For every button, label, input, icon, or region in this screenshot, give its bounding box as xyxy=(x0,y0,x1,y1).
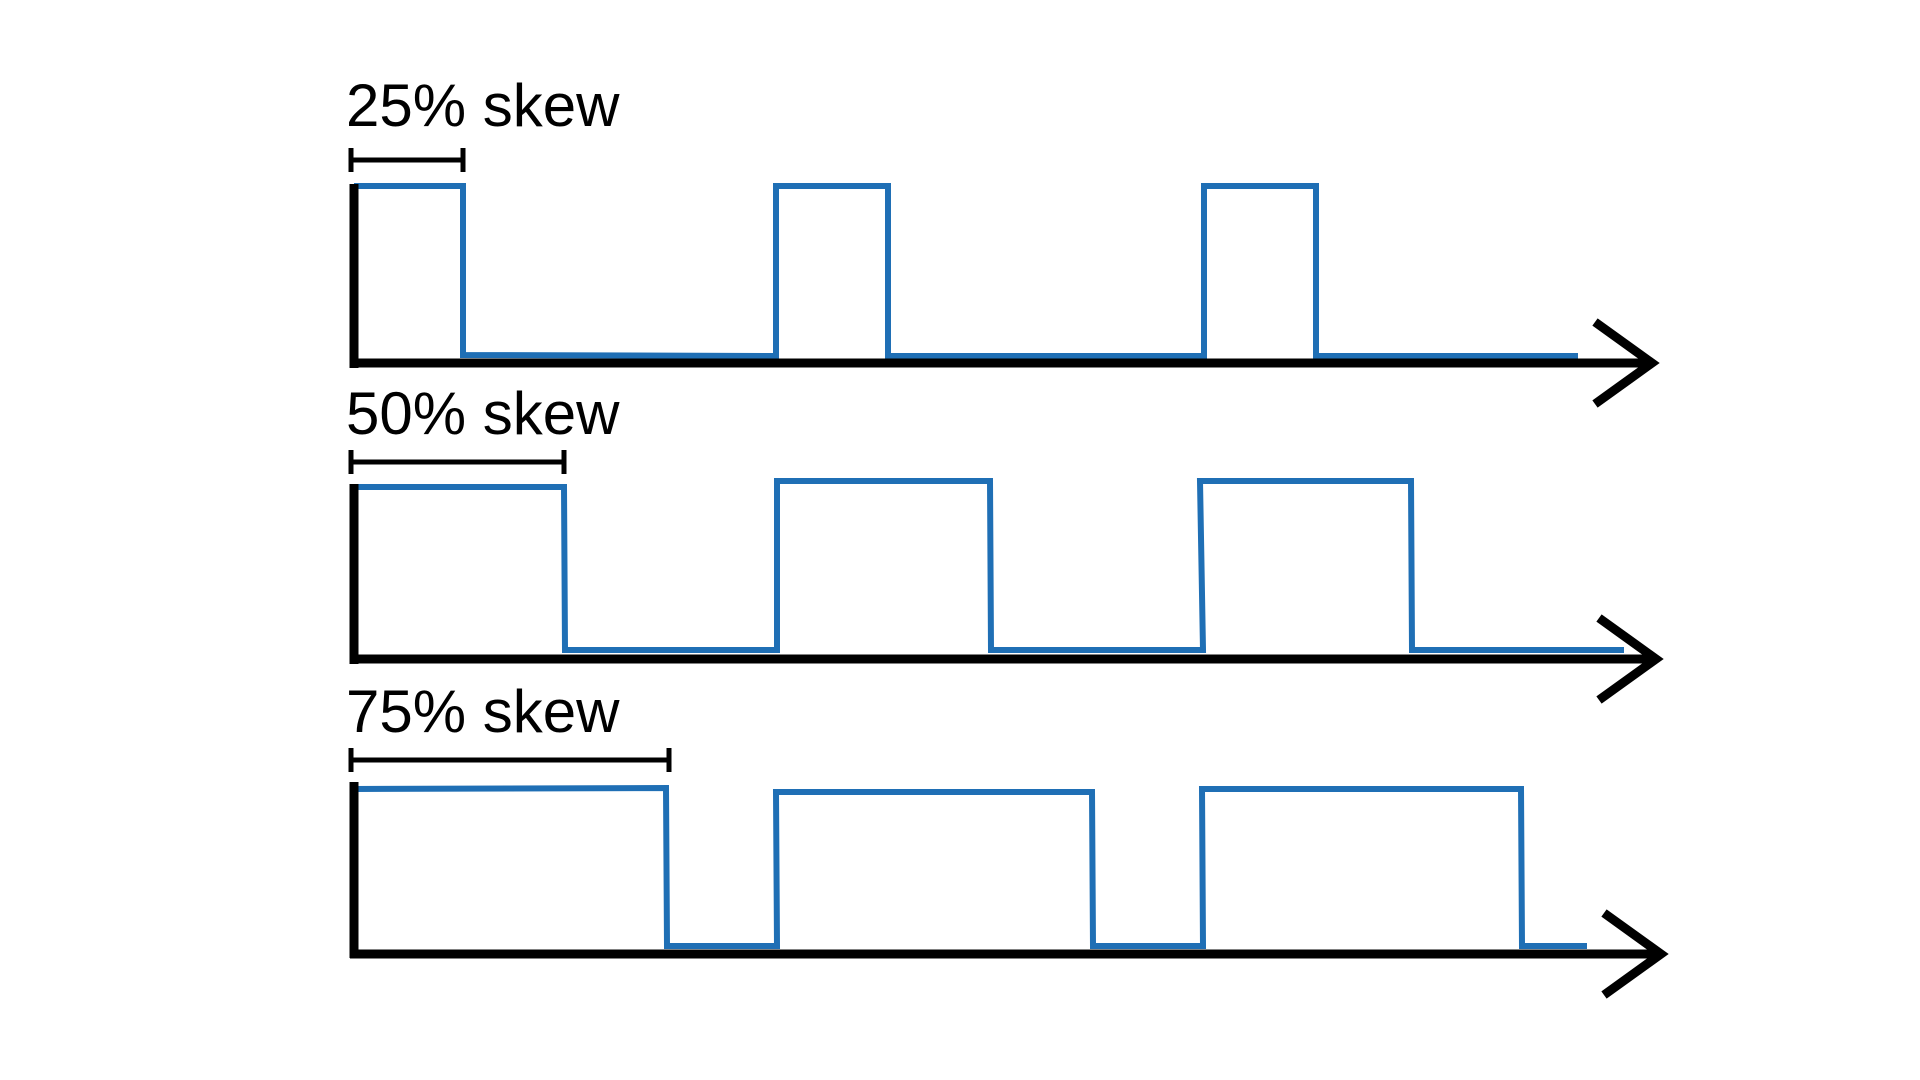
panel-50-skew: 50% skew xyxy=(346,380,1664,704)
skew-bracket xyxy=(348,148,466,172)
panel-label: 25% skew xyxy=(346,72,620,139)
skew-bracket xyxy=(348,450,567,474)
panel-label: 50% skew xyxy=(346,380,620,447)
panel-label: 75% skew xyxy=(346,678,620,745)
axes xyxy=(349,782,1669,999)
signal-waveform xyxy=(353,784,1587,949)
panel-75-skew: 75% skew xyxy=(346,678,1669,999)
axes xyxy=(349,484,1664,704)
signal-waveform xyxy=(354,183,1578,360)
signal-waveform xyxy=(354,478,1624,653)
panel-25-skew: 25% skew xyxy=(346,72,1660,408)
skew-bracket xyxy=(348,748,672,772)
axes xyxy=(349,184,1660,408)
